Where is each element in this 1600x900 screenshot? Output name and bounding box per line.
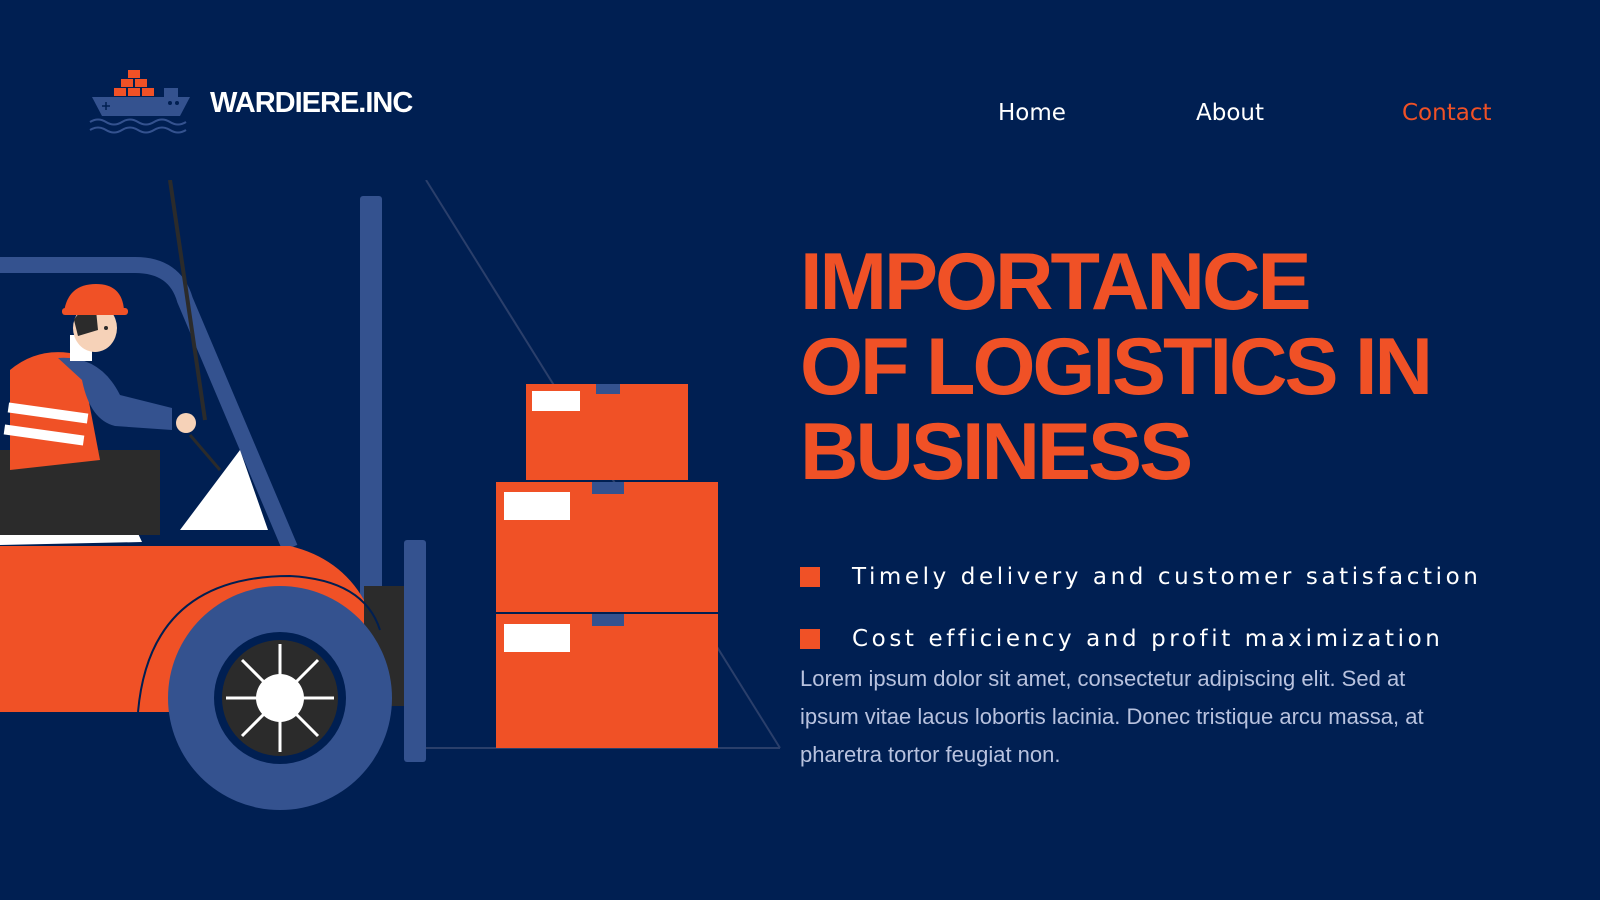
logo-text: WARDIERE.INC — [210, 86, 413, 119]
headline-line: IMPORTANCE — [800, 237, 1311, 327]
bullet-text: Cost efficiency and profit maximization — [852, 626, 1444, 652]
square-bullet-icon — [800, 567, 820, 587]
nav-contact-link[interactable]: Contact — [1402, 100, 1492, 126]
list-item: Timely delivery and customer satisfactio… — [800, 546, 1481, 608]
brand-logo[interactable]: WARDIERE.INC — [88, 66, 413, 136]
square-bullet-icon — [800, 629, 820, 649]
headline-line: OF LOGISTICS IN — [800, 322, 1433, 412]
nav-about-link[interactable]: About — [1196, 100, 1265, 126]
cargo-ship-icon — [89, 70, 190, 134]
list-item: Cost efficiency and profit maximization — [800, 608, 1481, 670]
hero-headline: IMPORTANCE OF LOGISTICS IN BUSINESS — [800, 237, 1433, 497]
feature-list: Timely delivery and customer satisfactio… — [800, 546, 1481, 670]
hero-description: Lorem ipsum dolor sit amet, consectetur … — [800, 666, 1424, 767]
nav-home-link[interactable]: Home — [998, 100, 1066, 126]
forklift-illustration — [0, 180, 781, 810]
headline-line: BUSINESS — [800, 407, 1193, 497]
bullet-text: Timely delivery and customer satisfactio… — [852, 564, 1482, 590]
